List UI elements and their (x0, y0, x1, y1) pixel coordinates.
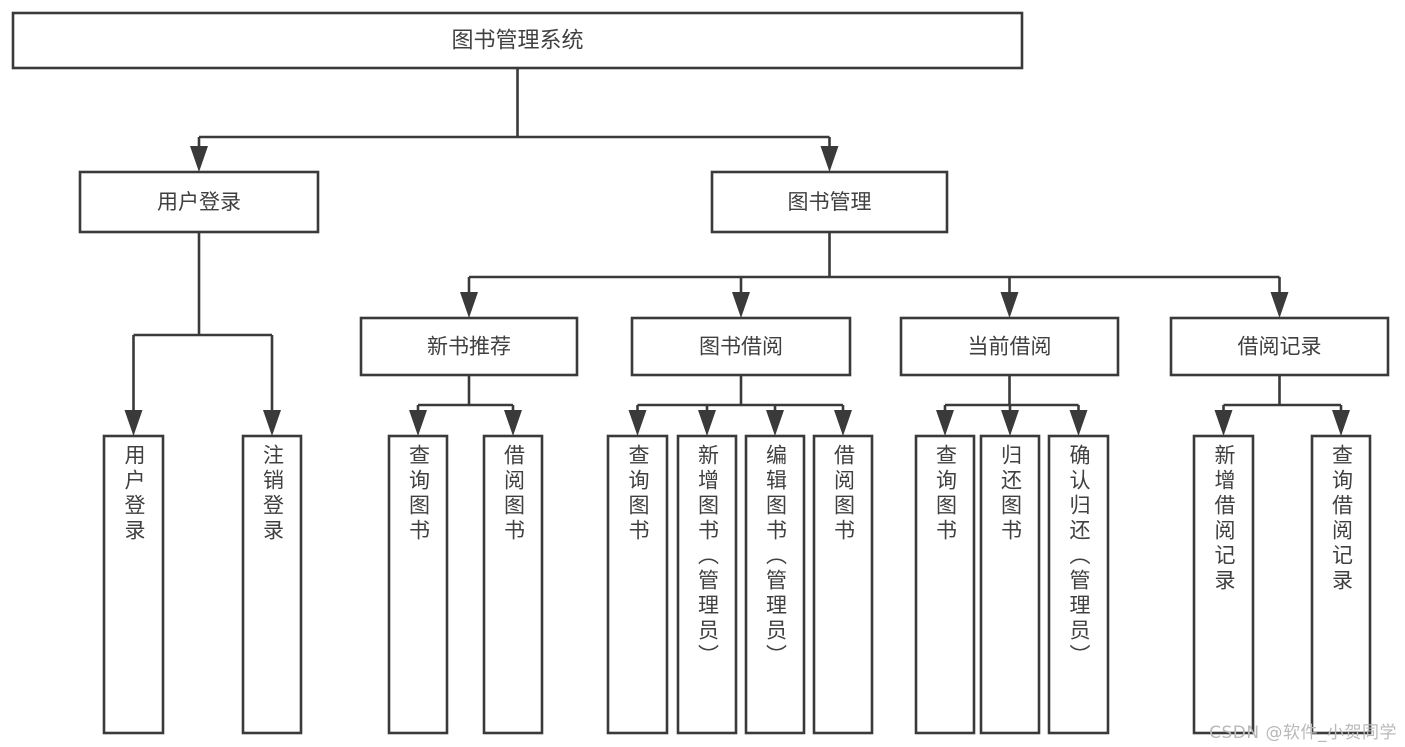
node-leaf-add-book[interactable] (676, 434, 738, 735)
arrow-head-icon (1270, 292, 1289, 318)
node-user-login[interactable]: 用户登录 (78, 170, 320, 234)
node-leaf-user-login[interactable] (102, 434, 165, 735)
node-borrow-record[interactable]: 借阅记录 (1169, 316, 1390, 377)
node-leaf-edit-book[interactable] (744, 434, 806, 735)
arrow-head-icon (698, 410, 716, 436)
node-new-book-recommend[interactable]: 新书推荐 (359, 316, 579, 377)
arrow-head-icon (936, 410, 954, 436)
arrow-head-icon (263, 410, 281, 436)
watermark-text: CSDN @软件_小贺同学 (1209, 723, 1397, 743)
node-label: 新书推荐 (427, 335, 511, 359)
node-book-borrow[interactable]: 图书借阅 (630, 316, 852, 377)
connector-layer (124, 68, 1350, 436)
node-leaf-return-book[interactable] (979, 434, 1041, 735)
arrow-head-icon (820, 146, 839, 172)
node-label: 用户登录 (157, 190, 241, 214)
arrow-head-icon (1214, 410, 1233, 436)
arrow-head-icon (460, 292, 478, 318)
arrow-head-icon (1069, 410, 1088, 436)
node-leaf-query-book-1[interactable] (387, 434, 449, 735)
arrow-head-icon (1000, 292, 1019, 318)
arrow-head-icon (504, 410, 522, 436)
node-leaf-add-record[interactable] (1192, 434, 1255, 735)
arrow-head-icon (1332, 410, 1350, 436)
arrow-head-icon (1001, 410, 1019, 436)
node-label: 图书管理系统 (451, 29, 583, 54)
arrow-head-icon (834, 410, 852, 436)
node-root[interactable]: 图书管理系统 (11, 11, 1024, 70)
node-label: 图书管理 (788, 190, 872, 214)
node-current-borrow[interactable]: 当前借阅 (899, 316, 1120, 377)
arrow-head-icon (766, 410, 784, 436)
node-leaf-borrow-book-1[interactable] (482, 434, 544, 735)
node-book-manage[interactable]: 图书管理 (710, 170, 949, 234)
node-leaf-query-record[interactable] (1310, 434, 1372, 735)
arrow-head-icon (409, 410, 427, 436)
node-leaf-confirm-return[interactable] (1047, 434, 1110, 735)
node-label: 当前借阅 (968, 335, 1052, 359)
arrow-head-icon (190, 146, 208, 172)
arrow-head-icon (124, 410, 143, 436)
arrow-head-icon (732, 292, 750, 318)
arrow-head-icon (628, 410, 647, 436)
node-leaf-query-book-3[interactable] (914, 434, 976, 735)
node-leaf-borrow-book-2[interactable] (812, 434, 874, 735)
node-label: 图书借阅 (699, 335, 783, 359)
node-label: 借阅记录 (1238, 335, 1322, 359)
node-leaf-user-logout[interactable] (241, 434, 303, 735)
node-leaf-query-book-2[interactable] (606, 434, 669, 735)
